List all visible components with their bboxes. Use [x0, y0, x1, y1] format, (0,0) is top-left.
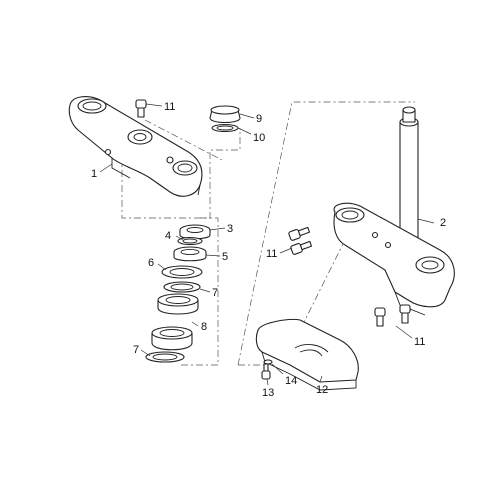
callout-1: 1	[91, 168, 97, 180]
callout-11-mid: 11	[266, 248, 277, 260]
callout-11-top: 11	[164, 101, 175, 113]
bolts-right	[374, 304, 411, 327]
leader-lines	[99, 103, 435, 386]
callout-11-right: 11	[414, 336, 425, 348]
callout-7-upper: 7	[212, 287, 218, 299]
bolts-mid	[288, 226, 313, 255]
callout-6: 6	[148, 257, 154, 269]
callout-12: 12	[316, 384, 328, 396]
bolt-top	[135, 99, 147, 118]
screw-and-washer	[261, 359, 273, 380]
steering-stem-lower-clamp	[333, 106, 455, 316]
callout-8: 8	[201, 321, 207, 333]
callout-labels: 1 2 3 4 5 6 7 7 8 9 10 11 11 11 12 13 14	[91, 101, 446, 399]
callout-9: 9	[256, 113, 262, 125]
callout-3: 3	[227, 223, 233, 235]
bearing-stack	[145, 224, 211, 363]
callout-14: 14	[285, 375, 297, 387]
callout-13: 13	[262, 387, 274, 399]
callout-10: 10	[253, 132, 265, 144]
assembly-guide-lines	[121, 101, 415, 366]
callout-7-lower: 7	[133, 344, 139, 356]
callout-4: 4	[165, 230, 171, 242]
headlight-bracket	[255, 318, 359, 391]
callout-5: 5	[222, 251, 228, 263]
upper-triple-clamp	[68, 96, 203, 197]
stem-cap-nut	[209, 105, 241, 133]
callout-2: 2	[440, 217, 446, 229]
